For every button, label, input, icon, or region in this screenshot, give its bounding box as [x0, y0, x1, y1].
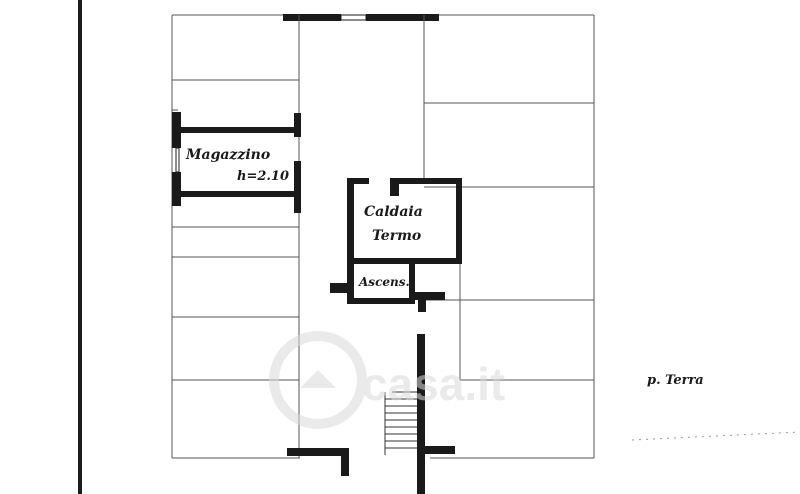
room-label-caldaia: Caldaia — [364, 204, 423, 220]
casa-it-watermark: casa.it — [269, 331, 505, 429]
boundary-dotted-line — [631, 431, 800, 441]
room-label-magazzino: Magazzino — [185, 147, 270, 163]
stairs — [384, 391, 417, 455]
right-parking-lines — [423, 15, 594, 381]
ascensore-walls — [330, 262, 445, 312]
floor-label: p. Terra — [647, 373, 704, 388]
stair-walls — [287, 334, 455, 494]
top-wall — [283, 14, 439, 21]
boundary-wall-left — [78, 0, 82, 494]
room-label-termo: Termo — [372, 228, 421, 244]
room-label-ascensore: Ascens. — [358, 275, 410, 289]
watermark-text: casa.it — [362, 358, 505, 410]
room-label-magazzino-height: h=2.10 — [237, 169, 289, 184]
caldaia-walls — [347, 178, 462, 264]
magazzino-walls — [172, 112, 301, 213]
